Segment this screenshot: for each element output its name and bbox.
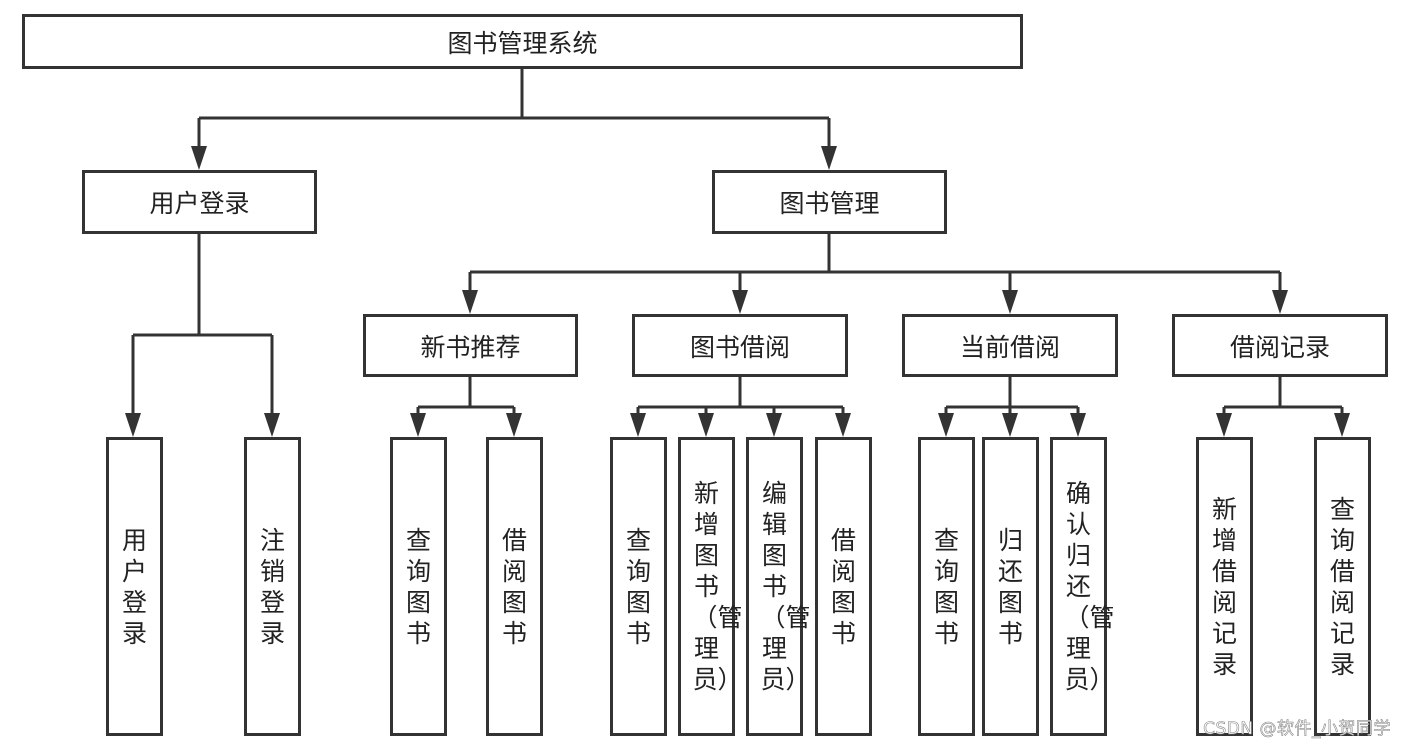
- leaf-node-borrow: 借阅图书: [815, 437, 872, 736]
- node-new-book-recommend: 新书推荐: [363, 314, 578, 377]
- leaf-node-borrow: 编辑图书（管理员）: [746, 437, 811, 736]
- leaf-label: 查询借阅记录: [1329, 494, 1355, 679]
- arrowhead-icon: [732, 290, 748, 314]
- leaf-label: 注销登录: [259, 525, 285, 648]
- leaf-node-new-books: 查询图书: [390, 437, 447, 736]
- arrowhead-icon: [835, 413, 851, 437]
- leaf-label: 归还图书: [997, 525, 1023, 648]
- leaf-label: 编辑图书（管理员）: [760, 479, 811, 694]
- root-node: 图书管理系统: [22, 14, 1023, 69]
- arrowhead-icon: [1334, 413, 1350, 437]
- leaf-label: 借阅图书: [830, 525, 856, 648]
- arrowhead-icon: [1216, 413, 1232, 437]
- leaf-node-borrow: 查询图书: [610, 437, 667, 736]
- node-book-borrow: 图书借阅: [632, 314, 848, 377]
- arrowhead-icon: [1272, 290, 1288, 314]
- arrowhead-icon: [1002, 290, 1018, 314]
- arrowhead-icon: [821, 146, 837, 170]
- node-current-borrow: 当前借阅: [902, 314, 1118, 377]
- leaf-node-new-books: 借阅图书: [486, 437, 543, 736]
- arrowhead-icon: [191, 146, 207, 170]
- arrowhead-icon: [264, 413, 280, 437]
- arrowhead-icon: [766, 413, 782, 437]
- arrowhead-icon: [698, 413, 714, 437]
- arrowhead-icon: [462, 290, 478, 314]
- leaf-node-records: 查询借阅记录: [1314, 437, 1371, 736]
- arrowhead-icon: [125, 413, 141, 437]
- leaf-label: 查询图书: [933, 525, 959, 648]
- leaf-node-records: 新增借阅记录: [1196, 437, 1253, 736]
- arrowhead-icon: [630, 413, 646, 437]
- arrowhead-icon: [938, 413, 954, 437]
- leaf-node-user-login: 用户登录: [106, 437, 163, 736]
- leaf-node-user-login: 注销登录: [244, 437, 301, 736]
- leaf-node-current: 查询图书: [918, 437, 975, 736]
- root-label: 图书管理系统: [447, 28, 598, 58]
- node-label: 借阅记录: [1229, 332, 1330, 362]
- leaf-node-borrow: 新增图书（管理员）: [678, 437, 743, 736]
- node-user-login: 用户登录: [82, 170, 317, 234]
- node-label: 图书借阅: [689, 332, 790, 362]
- arrowhead-icon: [1070, 413, 1086, 437]
- arrowhead-icon: [410, 413, 426, 437]
- leaf-label: 借阅图书: [501, 525, 527, 648]
- watermark: CSDN @软件_小贺同学: [1203, 719, 1391, 740]
- node-label: 新书推荐: [420, 332, 521, 362]
- leaf-label: 用户登录: [121, 525, 147, 648]
- leaf-label: 新增借阅记录: [1211, 494, 1237, 679]
- leaf-node-current: 确认归还（管理员）: [1050, 437, 1115, 736]
- leaf-label: 新增图书（管理员）: [692, 479, 743, 694]
- node-label: 图书管理: [779, 189, 880, 218]
- leaf-label: 确认归还（管理员）: [1064, 479, 1115, 694]
- node-label: 当前借阅: [959, 332, 1060, 362]
- arrowhead-icon: [506, 413, 522, 437]
- node-book-management: 图书管理: [712, 170, 947, 234]
- node-label: 用户登录: [149, 189, 250, 218]
- leaf-label: 查询图书: [625, 525, 651, 648]
- arrowhead-icon: [1002, 413, 1018, 437]
- leaf-label: 查询图书: [405, 525, 431, 648]
- node-borrow-records: 借阅记录: [1172, 314, 1388, 377]
- leaf-node-current: 归还图书: [982, 437, 1039, 736]
